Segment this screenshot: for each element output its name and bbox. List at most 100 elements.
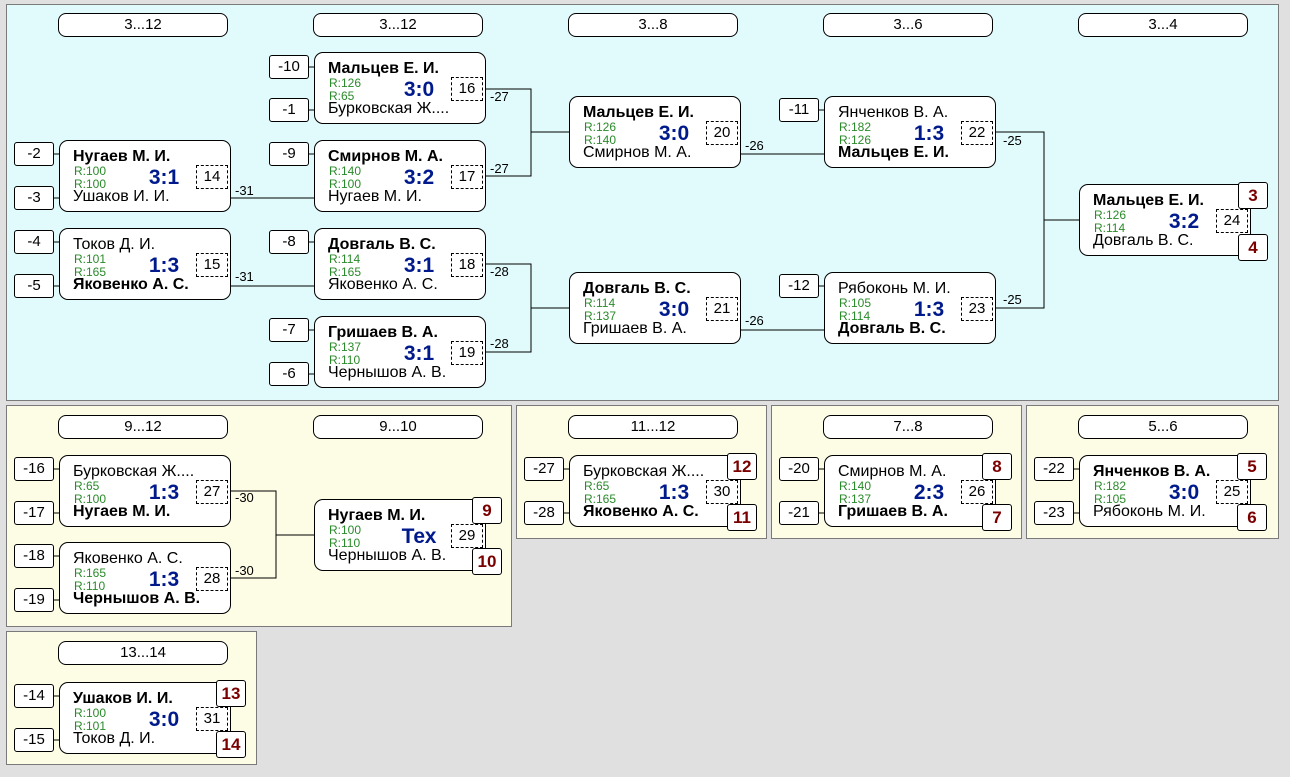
place-badge: 8 [982,453,1012,480]
loser-label: -26 [745,313,764,328]
player-2-name: Яковенко А. С. [73,276,189,293]
player-1-name: Нугаев М. И. [328,507,426,524]
seed-box: -1 [269,98,309,122]
player-2-rating: R:110 [74,579,106,593]
player-2-rating: R:165 [74,265,107,279]
place-badge: 3 [1238,182,1268,209]
player-1-rating: R:100 [74,706,107,720]
seed-box: -16 [14,457,54,481]
match-score: 1:3 [913,298,945,321]
match-number: 19 [451,341,483,365]
player-2-rating: R:165 [329,265,362,279]
player-1-name: Мальцев Е. И. [328,60,439,77]
seed-box: -15 [14,728,54,752]
loser-label: -28 [490,336,509,351]
player-2-rating: R:65 [329,89,355,103]
place-badge: 13 [216,680,246,707]
player-1-name: Яковенко А. С. [73,550,183,567]
match-score: 1:3 [658,481,690,504]
match-number: 27 [196,480,228,504]
round-header-5-6: 5...6 [1078,415,1248,439]
player-1-name: Бурковская Ж.... [73,463,195,480]
loser-label: -25 [1003,292,1022,307]
player-1-name: Мальцев Е. И. [583,104,694,121]
match-score: 3:0 [1168,481,1200,504]
match-score: 1:3 [148,254,180,277]
match-score: 3:1 [403,342,435,365]
player-1-rating: R:114 [584,296,616,310]
player-1-name: Гришаев В. А. [328,324,438,341]
player-1-name: Мальцев Е. И. [1093,192,1204,209]
player-1-name: Бурковская Ж.... [583,463,705,480]
match-score: Тех [401,525,437,548]
match-number: 29 [451,524,483,548]
seed-box: -22 [1034,457,1074,481]
seed-box: -28 [524,501,564,525]
player-1-name: Смирнов М. А. [838,463,947,480]
match-number: 17 [451,165,483,189]
match-score: 3:0 [148,708,180,731]
seed-box: -4 [14,230,54,254]
player-1-rating: R:65 [584,479,610,493]
player-2-rating: R:114 [1094,221,1126,235]
seed-box: -18 [14,544,54,568]
loser-label: -31 [235,183,254,198]
seed-box: -3 [14,186,54,210]
place-badge: 5 [1237,453,1267,480]
round-header-2: 3...12 [313,13,483,37]
place-badge: 14 [216,731,246,758]
player-2-name: Яковенко А. С. [328,276,438,293]
player-2-rating: R:100 [74,177,107,191]
match-number: 23 [961,297,993,321]
player-2-rating: R:114 [839,309,871,323]
round-header-4: 3...6 [823,13,993,37]
match-number: 25 [1216,480,1248,504]
seed-box: -9 [269,142,309,166]
match-number: 20 [706,121,738,145]
seed-box: -5 [14,274,54,298]
seed-box: -23 [1034,501,1074,525]
match-number: 31 [196,707,228,731]
place-badge: 4 [1238,234,1268,261]
round-header-1: 3...12 [58,13,228,37]
loser-label: -31 [235,269,254,284]
place-badge: 11 [727,504,757,531]
match-score: 3:2 [403,166,435,189]
player-2-name: Мальцев Е. И. [838,144,949,161]
seed-box: -11 [779,98,819,122]
player-1-rating: R:126 [329,76,362,90]
player-2-rating: R:110 [329,536,361,550]
seed-box: -19 [14,588,54,612]
player-1-rating: R:126 [1094,208,1127,222]
player-1-rating: R:137 [329,340,362,354]
player-2-rating: R:100 [329,177,362,191]
match-score: 3:0 [403,78,435,101]
place-badge: 10 [472,548,502,575]
player-2-name: Гришаев В. А. [838,503,948,520]
player-2-name: Довгаль В. С. [838,320,946,337]
seed-box: -27 [524,457,564,481]
match-score: 1:3 [913,122,945,145]
match-number: 26 [961,480,993,504]
match-score: 3:1 [403,254,435,277]
player-1-rating: R:114 [329,252,361,266]
seed-box: -2 [14,142,54,166]
